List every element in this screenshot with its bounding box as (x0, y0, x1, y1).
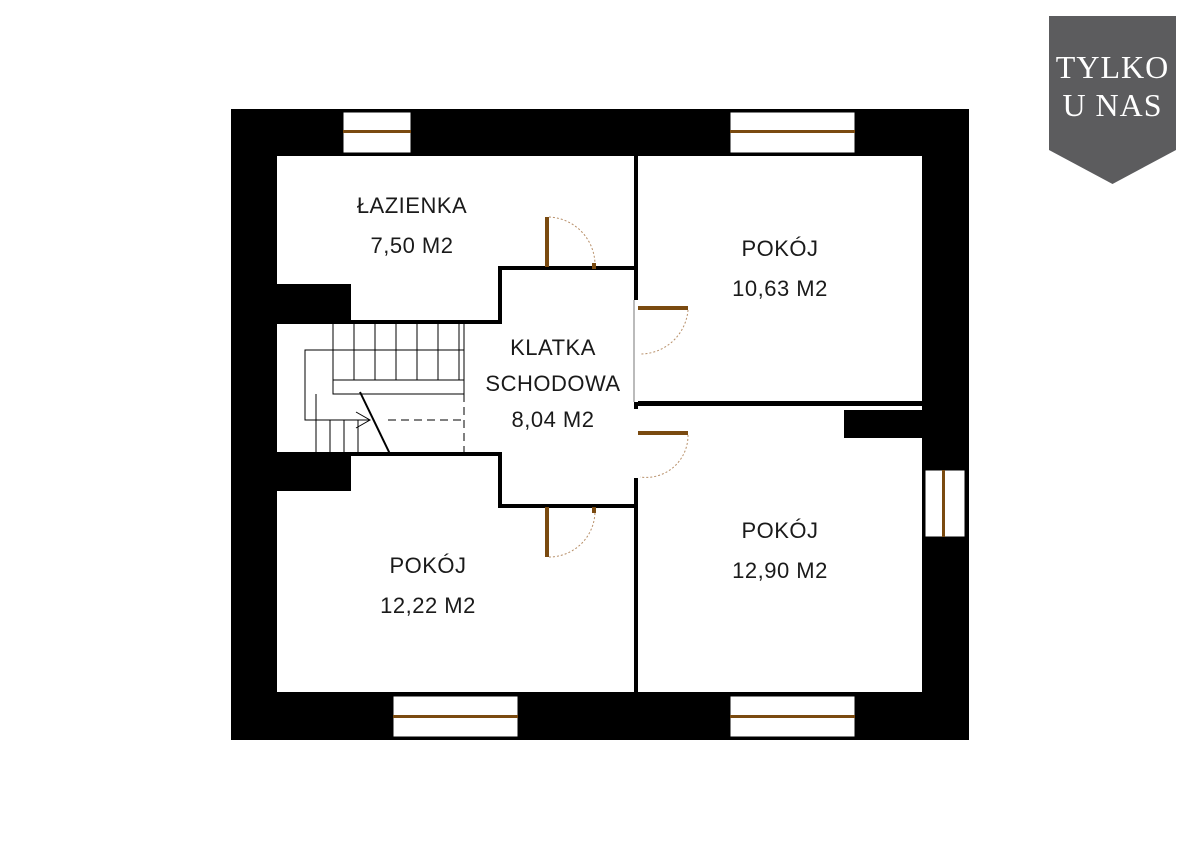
room-area: 10,63 M2 (732, 276, 828, 301)
tylko-u-nas-badge: TYLKO U NAS (1049, 16, 1176, 184)
room-area: 12,22 M2 (380, 593, 476, 618)
room-name: POKÓJ (741, 236, 819, 261)
interior-walls (277, 156, 922, 692)
room-name: POKÓJ (389, 553, 467, 578)
window-right (924, 469, 966, 538)
room-name-line1: KLATKA (510, 335, 596, 360)
door-bathroom (545, 216, 596, 269)
door-room-bottom-left (545, 507, 596, 558)
badge-text: TYLKO U NAS (1049, 48, 1176, 124)
room-area: 8,04 M2 (511, 407, 595, 432)
room-area: 12,90 M2 (732, 558, 828, 583)
window-bottom-left (392, 695, 519, 738)
staircase-outline (277, 266, 636, 508)
room-label-bathroom: ŁAZIENKA 7,50 M2 (332, 186, 492, 266)
room-area: 7,50 M2 (370, 233, 454, 258)
badge-line1: TYLKO (1055, 49, 1170, 85)
window-top-left (342, 111, 412, 154)
door-room-bottom-right (638, 431, 689, 478)
badge-shape (1049, 16, 1176, 184)
room-label-bottom-left: POKÓJ 12,22 M2 (348, 546, 508, 626)
room-name: ŁAZIENKA (356, 193, 468, 218)
window-top-right (729, 111, 856, 154)
window-bottom-right (729, 695, 856, 738)
room-name: POKÓJ (741, 518, 819, 543)
stairs (304, 322, 465, 455)
room-name-line2: SCHODOWA (485, 371, 621, 396)
doors (545, 216, 689, 558)
room-label-bottom-right: POKÓJ 12,90 M2 (700, 511, 860, 591)
door-room-top-right (638, 306, 689, 355)
windows (342, 111, 966, 738)
room-label-staircase: KLATKA SCHODOWA 8,04 M2 (468, 330, 638, 438)
room-label-top-right: POKÓJ 10,63 M2 (700, 229, 860, 309)
badge-line2: U NAS (1062, 87, 1163, 123)
